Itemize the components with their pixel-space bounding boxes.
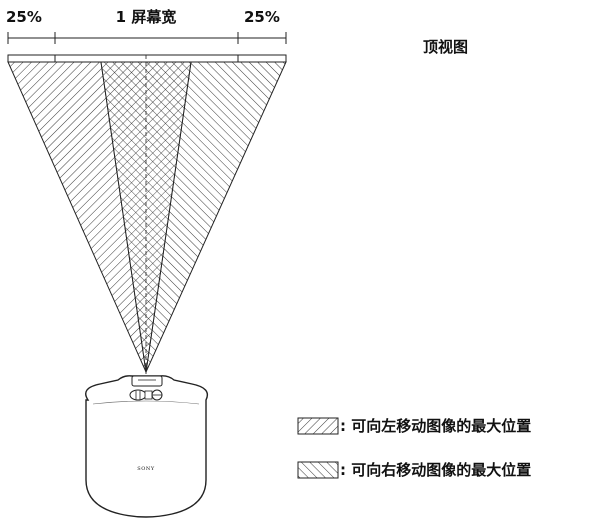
legend-label-right: : 可向右移动图像的最大位置 [340, 461, 531, 479]
screen-width-label: 1 屏幕宽 [116, 8, 177, 26]
projector-brand-logo: SONY [137, 466, 155, 472]
legend-swatch-right-hatch [297, 461, 339, 479]
lens-controls [129, 389, 163, 401]
left-shift-percent-label: 25% [6, 8, 42, 26]
projector-body [85, 375, 209, 518]
width-dimension-line [7, 32, 287, 44]
legend-item-left: : 可向左移动图像的最大位置 [297, 417, 531, 435]
right-shift-percent-label: 25% [244, 8, 280, 26]
screen-bar [7, 54, 287, 63]
legend: : 可向左移动图像的最大位置 : 可向右移动图像的最大位置 [297, 417, 531, 479]
legend-item-right: : 可向右移动图像的最大位置 [297, 461, 531, 479]
legend-swatch-left-hatch [297, 417, 339, 435]
lens-housing [131, 375, 163, 387]
top-view-label: 顶视图 [423, 38, 468, 56]
legend-label-left: : 可向左移动图像的最大位置 [340, 417, 531, 435]
projector: SONY [85, 375, 209, 518]
projector-edge [92, 400, 200, 405]
